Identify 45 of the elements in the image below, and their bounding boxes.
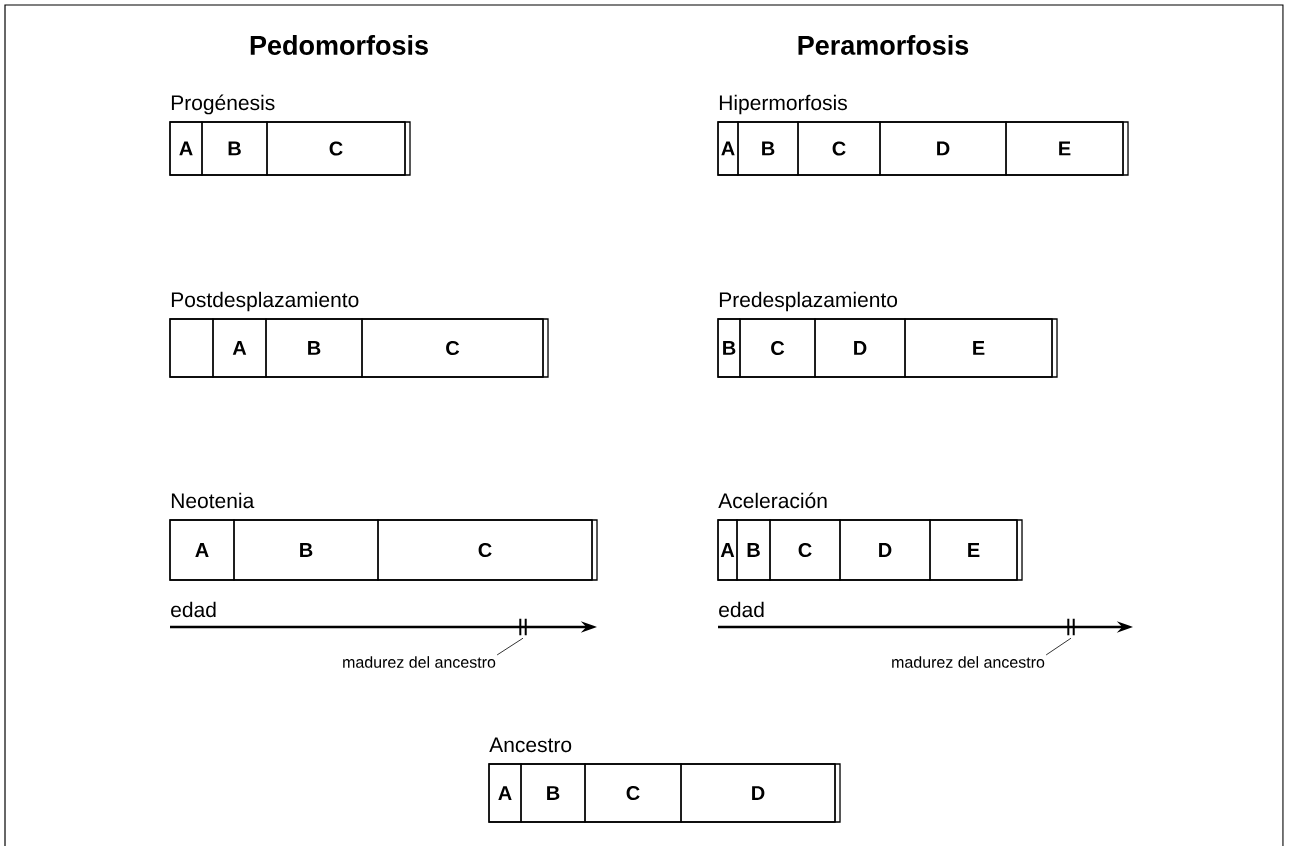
axis-label: edad [171, 601, 216, 618]
bar-heading: Aceleración [718, 492, 827, 509]
stage-cell: D [879, 121, 1007, 176]
axis-label: edad [719, 601, 764, 618]
stage-cell: E [1005, 121, 1124, 176]
bar-heading: Ancestro [489, 737, 572, 753]
annotation-text: madurez del ancestro [343, 656, 496, 668]
stage-cell: C [377, 519, 593, 581]
bar-heading: Postdesplazamiento [171, 291, 359, 312]
stage-cell: A [717, 121, 739, 176]
stage-cell: C [797, 121, 881, 176]
stage-cell: A [717, 519, 738, 581]
column-title: Peramorfosis [798, 35, 969, 55]
stage-cell: A [169, 519, 235, 581]
stage-cell: A [488, 763, 522, 823]
bar-heading: Progénesis [171, 94, 275, 115]
annotation-text: madurez del ancestro [892, 656, 1045, 668]
tick-mark [1067, 617, 1075, 637]
stage-cell: C [266, 121, 406, 176]
leader-line [496, 637, 524, 656]
bar-heading: Predesplazamiento [719, 291, 898, 312]
stage-cell: B [233, 519, 379, 581]
stage-cell: C [739, 318, 816, 378]
stage-cell: D [814, 318, 906, 378]
stage-cell: E [929, 519, 1018, 581]
column-title: Pedomorfosis [250, 35, 428, 55]
stage-cell: A [169, 121, 203, 176]
stage-cell: C [361, 318, 544, 378]
stage-cell: B [520, 763, 586, 823]
stage-cell: A [212, 318, 267, 378]
tick-mark [519, 617, 527, 637]
stage-cell: E [904, 318, 1053, 378]
bar-heading: Neotenia [171, 492, 255, 509]
stage-cell: C [769, 519, 841, 581]
stage-cell [169, 318, 214, 378]
stage-cell: B [265, 318, 363, 378]
leader-line [1045, 637, 1072, 656]
stage-cell: C [584, 763, 682, 823]
stage-cell: D [680, 763, 836, 823]
stage-cell: B [201, 121, 268, 176]
stage-cell: B [717, 318, 741, 378]
stage-cell: B [736, 519, 771, 581]
bar-heading: Hipermorfosis [719, 94, 847, 115]
stage-cell: D [839, 519, 931, 581]
stage-cell: B [737, 121, 799, 176]
